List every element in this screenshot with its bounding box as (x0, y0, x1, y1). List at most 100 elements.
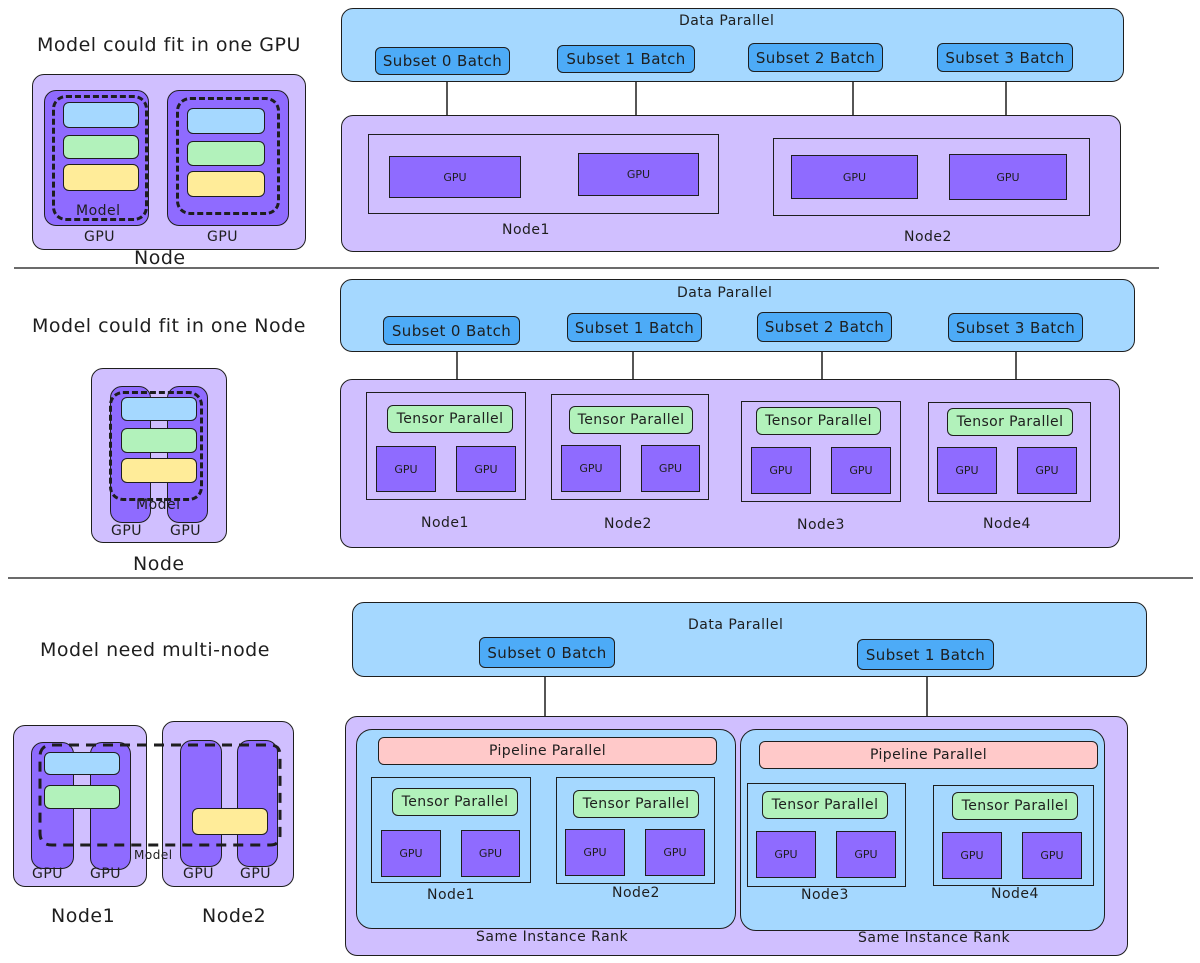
section2-data-parallel-label: Data Parallel (677, 285, 773, 301)
section3-node2-label: Node2 (612, 885, 660, 901)
section1-batch-1: Subset 1 Batch (557, 45, 695, 73)
section2-batch-0: Subset 0 Batch (383, 316, 520, 345)
section2-model-layer-3 (121, 458, 197, 483)
section1-node2-gpu-2: GPU (949, 154, 1067, 200)
section2-node3-tensor-parallel: Tensor Parallel (756, 407, 881, 435)
section2-batch-3: Subset 3 Batch (948, 313, 1083, 342)
section3-node4-label: Node4 (991, 886, 1039, 902)
section3-node3-gpu-2: GPU (836, 831, 896, 878)
section2-node3-label: Node3 (797, 517, 845, 533)
section1-model-layer-5 (187, 141, 265, 166)
section2-node3-box (741, 401, 901, 502)
section2-node3-gpu-2: GPU (831, 447, 891, 494)
section1-model-layer-2 (63, 135, 139, 159)
section3-node2-gpu-label-2: GPU (240, 866, 272, 882)
section1-node1-gpu-2: GPU (578, 153, 699, 196)
section-divider-1 (14, 267, 1159, 269)
section2-node4-gpu-1: GPU (937, 447, 997, 494)
section2-node1-label: Node1 (421, 515, 469, 531)
section1-gpu-label-1: GPU (84, 229, 116, 245)
section3-node1-gpu-label-1: GPU (32, 866, 64, 882)
section3-left-node2-label: Node2 (202, 905, 267, 927)
section2-model-boundary (109, 391, 203, 501)
section1-data-parallel-label: Data Parallel (679, 13, 775, 29)
section2-model-layer-1 (121, 397, 197, 421)
section3-right-same-instance-rank: Same Instance Rank (858, 930, 1011, 946)
section2-node3-gpu-1: GPU (751, 447, 811, 494)
section3-batch-0: Subset 0 Batch (479, 637, 615, 668)
section1-batch-0: Subset 0 Batch (375, 47, 510, 75)
section1-model-boundary-1 (52, 95, 148, 221)
section2-batch-1: Subset 1 Batch (567, 313, 702, 342)
section3-left-pipeline-parallel: Pipeline Parallel (378, 737, 717, 765)
section3-data-parallel-box (352, 602, 1147, 677)
section2-heading: Model could fit in one Node (32, 315, 306, 337)
section3-model-layer-2 (44, 785, 120, 809)
section3-node1-gpu-label-2: GPU (90, 866, 122, 882)
section1-gpu-label-2: GPU (207, 229, 239, 245)
section1-model-layer-1 (63, 102, 139, 128)
section2-batch-2: Subset 2 Batch (757, 312, 892, 342)
section2-model-label: Model (136, 497, 181, 513)
section3-batch-1: Subset 1 Batch (857, 639, 994, 670)
section1-batch-3: Subset 3 Batch (937, 43, 1073, 72)
section3-node2-gpu-label-1: GPU (183, 866, 215, 882)
section1-node2-box (773, 138, 1090, 216)
section2-node1-gpu-2: GPU (456, 446, 516, 492)
section1-node1-label: Node1 (502, 222, 550, 238)
section3-node2-gpu-1: GPU (565, 829, 625, 876)
section3-node3-tensor-parallel: Tensor Parallel (762, 791, 888, 819)
section3-model-layer-3 (192, 808, 268, 835)
section3-model-layer-1 (44, 752, 120, 775)
section3-left-same-instance-rank: Same Instance Rank (476, 929, 629, 945)
section1-node2-gpu-1: GPU (791, 155, 918, 199)
section1-model-label: Model (76, 203, 121, 219)
section3-node4-box (933, 785, 1094, 886)
section3-node2-box (556, 777, 715, 884)
section1-node1-box (368, 134, 719, 214)
section2-node1-gpu-1: GPU (376, 446, 436, 492)
section1-model-layer-6 (187, 171, 265, 197)
section2-model-layer-2 (121, 428, 197, 453)
section1-heading: Model could fit in one GPU (37, 34, 301, 56)
section3-node4-gpu-1: GPU (942, 832, 1002, 879)
section2-node4-tensor-parallel: Tensor Parallel (947, 408, 1073, 436)
section3-right-pipeline-parallel: Pipeline Parallel (759, 741, 1098, 769)
section1-node-label: Node (134, 247, 186, 269)
section2-node1-box (366, 392, 526, 500)
section1-node2-label: Node2 (904, 229, 952, 245)
section3-node1-label: Node1 (427, 887, 475, 903)
section2-node2-box (551, 394, 709, 500)
section2-node2-tensor-parallel: Tensor Parallel (569, 406, 693, 434)
section1-batch-2: Subset 2 Batch (748, 43, 883, 72)
section2-node-label: Node (133, 553, 185, 575)
section2-node2-gpu-1: GPU (561, 445, 621, 492)
section2-node1-tensor-parallel: Tensor Parallel (387, 405, 513, 433)
section2-gpu-label-1: GPU (111, 523, 143, 539)
section1-model-boundary-2 (176, 97, 280, 215)
section2-node4-label: Node4 (983, 516, 1031, 532)
section3-node3-label: Node3 (801, 887, 849, 903)
section2-node2-label: Node2 (604, 516, 652, 532)
section3-model-boundary (38, 743, 282, 847)
section3-heading: Model need multi-node (40, 639, 270, 661)
section2-gpu-label-2: GPU (170, 523, 202, 539)
section1-node1-gpu-1: GPU (389, 156, 521, 198)
section3-node4-gpu-2: GPU (1022, 832, 1082, 879)
section3-node1-gpu-2: GPU (461, 830, 520, 877)
section3-left-node1-label: Node1 (51, 905, 116, 927)
section3-data-parallel-label: Data Parallel (688, 617, 784, 633)
section1-model-layer-3 (63, 164, 139, 191)
section-divider-2 (8, 577, 1193, 579)
section3-node1-box (371, 777, 531, 883)
section2-node4-gpu-2: GPU (1017, 447, 1077, 494)
section3-node4-tensor-parallel: Tensor Parallel (952, 792, 1078, 820)
section2-node4-box (928, 402, 1091, 502)
section3-node1-tensor-parallel: Tensor Parallel (392, 788, 518, 816)
section3-node3-gpu-1: GPU (756, 831, 816, 878)
section1-model-layer-4 (187, 108, 265, 134)
section3-node3-box (747, 783, 906, 887)
section3-node1-gpu-1: GPU (381, 830, 441, 877)
section3-node2-gpu-2: GPU (645, 829, 705, 876)
section2-node2-gpu-2: GPU (641, 445, 700, 492)
